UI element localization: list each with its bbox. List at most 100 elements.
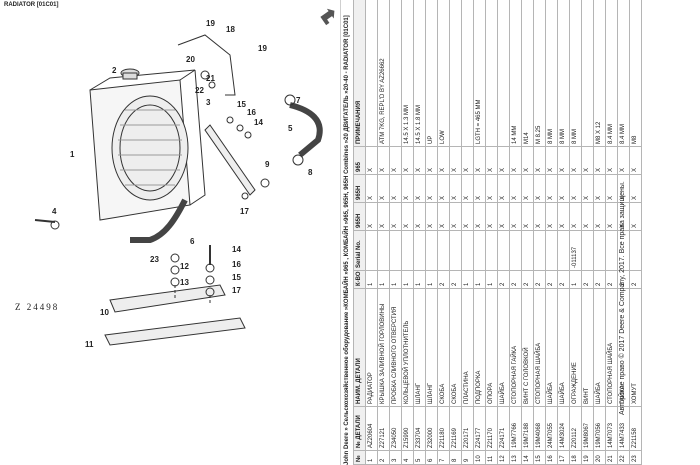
col-header: Serial No. bbox=[353, 230, 366, 271]
table-cell: Z32000 bbox=[425, 406, 438, 451]
table-cell bbox=[413, 230, 426, 271]
table-cell: X bbox=[365, 146, 378, 175]
table-cell bbox=[389, 230, 402, 271]
table-cell: X bbox=[473, 202, 486, 231]
table-cell: X bbox=[533, 174, 546, 203]
table-cell: LGTH = 465 MM bbox=[473, 0, 486, 147]
table-cell bbox=[509, 230, 522, 271]
table-cell: AZ20604 bbox=[365, 406, 378, 451]
table-cell bbox=[425, 230, 438, 271]
table-cell: X bbox=[377, 174, 390, 203]
table-cell: Z15990 bbox=[401, 406, 414, 451]
table-cell: X bbox=[497, 202, 510, 231]
callout-8: 8 bbox=[308, 168, 313, 177]
callout-21: 21 bbox=[206, 74, 215, 83]
callout-11: 11 bbox=[85, 340, 94, 349]
table-cell: 1 bbox=[413, 270, 426, 289]
table-cell: Z20112 bbox=[569, 406, 582, 451]
table-cell: X bbox=[509, 202, 522, 231]
back-arrow-icon[interactable] bbox=[320, 8, 338, 26]
callout-5: 5 bbox=[288, 124, 293, 133]
table-cell: X bbox=[545, 146, 558, 175]
table-cell: 1 bbox=[401, 270, 414, 289]
callout-12: 12 bbox=[180, 262, 189, 271]
table-cell: X bbox=[521, 174, 534, 203]
table-header-row: № № ДЕТАЛИ НАИМ. ДЕТАЛИ К-ВО Serial No. … bbox=[353, 0, 366, 465]
table-cell: 2 bbox=[581, 270, 594, 289]
table-cell: X bbox=[461, 202, 474, 231]
table-cell: X bbox=[401, 202, 414, 231]
table-cell: 8 bbox=[449, 450, 462, 465]
table-cell: 1 bbox=[569, 270, 582, 289]
table-cell: 1 bbox=[425, 270, 438, 289]
table-cell: X bbox=[425, 146, 438, 175]
table-cell: X bbox=[509, 146, 522, 175]
table-cell: Z24177 bbox=[473, 406, 486, 451]
table-cell: 1 bbox=[389, 270, 402, 289]
table-cell: 12 bbox=[497, 450, 510, 465]
table-cell: 14.5 X 1.3 MM bbox=[401, 0, 414, 147]
parts-table: № № ДЕТАЛИ НАИМ. ДЕТАЛИ К-ВО Serial No. … bbox=[353, 0, 642, 465]
table-cell: 19M7766 bbox=[509, 406, 522, 451]
table-cell: X bbox=[365, 174, 378, 203]
table-cell: 2 bbox=[509, 270, 522, 289]
col-header: НАИМ. ДЕТАЛИ bbox=[353, 288, 366, 407]
table-cell bbox=[473, 230, 486, 271]
table-cell: ОПОРА bbox=[485, 288, 498, 407]
table-cell bbox=[461, 230, 474, 271]
callout-18: 18 bbox=[226, 25, 235, 34]
table-cell: 1 bbox=[377, 270, 390, 289]
table-cell: X bbox=[521, 202, 534, 231]
callout-15: 15 bbox=[237, 100, 246, 109]
table-cell bbox=[485, 0, 498, 147]
table-cell bbox=[521, 230, 534, 271]
table-cell: X bbox=[377, 202, 390, 231]
table-cell bbox=[449, 230, 462, 271]
table-cell: 8 MM bbox=[557, 0, 570, 147]
table-cell: X bbox=[365, 202, 378, 231]
table-cell: 19M8067 bbox=[581, 406, 594, 451]
table-cell: РАДИАТОР bbox=[365, 288, 378, 407]
table-cell: X bbox=[557, 146, 570, 175]
callout-6: 6 bbox=[190, 237, 195, 246]
table-cell: X bbox=[545, 174, 558, 203]
table-cell: СКОБА bbox=[437, 288, 450, 407]
table-cell: X bbox=[581, 174, 594, 203]
table-cell bbox=[545, 230, 558, 271]
callout-1: 1 bbox=[70, 150, 75, 159]
table-cell: X bbox=[437, 146, 450, 175]
table-cell: X bbox=[557, 202, 570, 231]
table-cell: X bbox=[485, 174, 498, 203]
table-cell bbox=[581, 0, 594, 147]
callout-4: 4 bbox=[52, 207, 57, 216]
table-cell: 24M7055 bbox=[545, 406, 558, 451]
callout-13: 13 bbox=[180, 278, 189, 287]
col-header: 965 bbox=[353, 146, 366, 175]
table-cell: M14 bbox=[521, 0, 534, 147]
callout-3: 3 bbox=[206, 98, 211, 107]
callout-16b: 16 bbox=[232, 260, 241, 269]
table-cell: -011137 bbox=[569, 230, 582, 271]
table-cell: X bbox=[473, 174, 486, 203]
table-cell: 8 MM bbox=[569, 0, 582, 147]
table-cell: X bbox=[569, 174, 582, 203]
table-cell: 2 bbox=[497, 270, 510, 289]
table-cell: X bbox=[569, 146, 582, 175]
table-cell: 9 bbox=[461, 450, 474, 465]
table-cell: X bbox=[461, 174, 474, 203]
sheet-title: John Deere » Сельскохозяйственное оборуд… bbox=[344, 15, 350, 465]
table-cell: 1 bbox=[461, 270, 474, 289]
table-cell: 19M7188 bbox=[521, 406, 534, 451]
figure-code: Z 24498 bbox=[15, 302, 60, 312]
table-cell: ВИНТ С ГОЛОВКОЙ bbox=[521, 288, 534, 407]
table-cell: 2 bbox=[437, 270, 450, 289]
table-cell: 1 bbox=[485, 270, 498, 289]
